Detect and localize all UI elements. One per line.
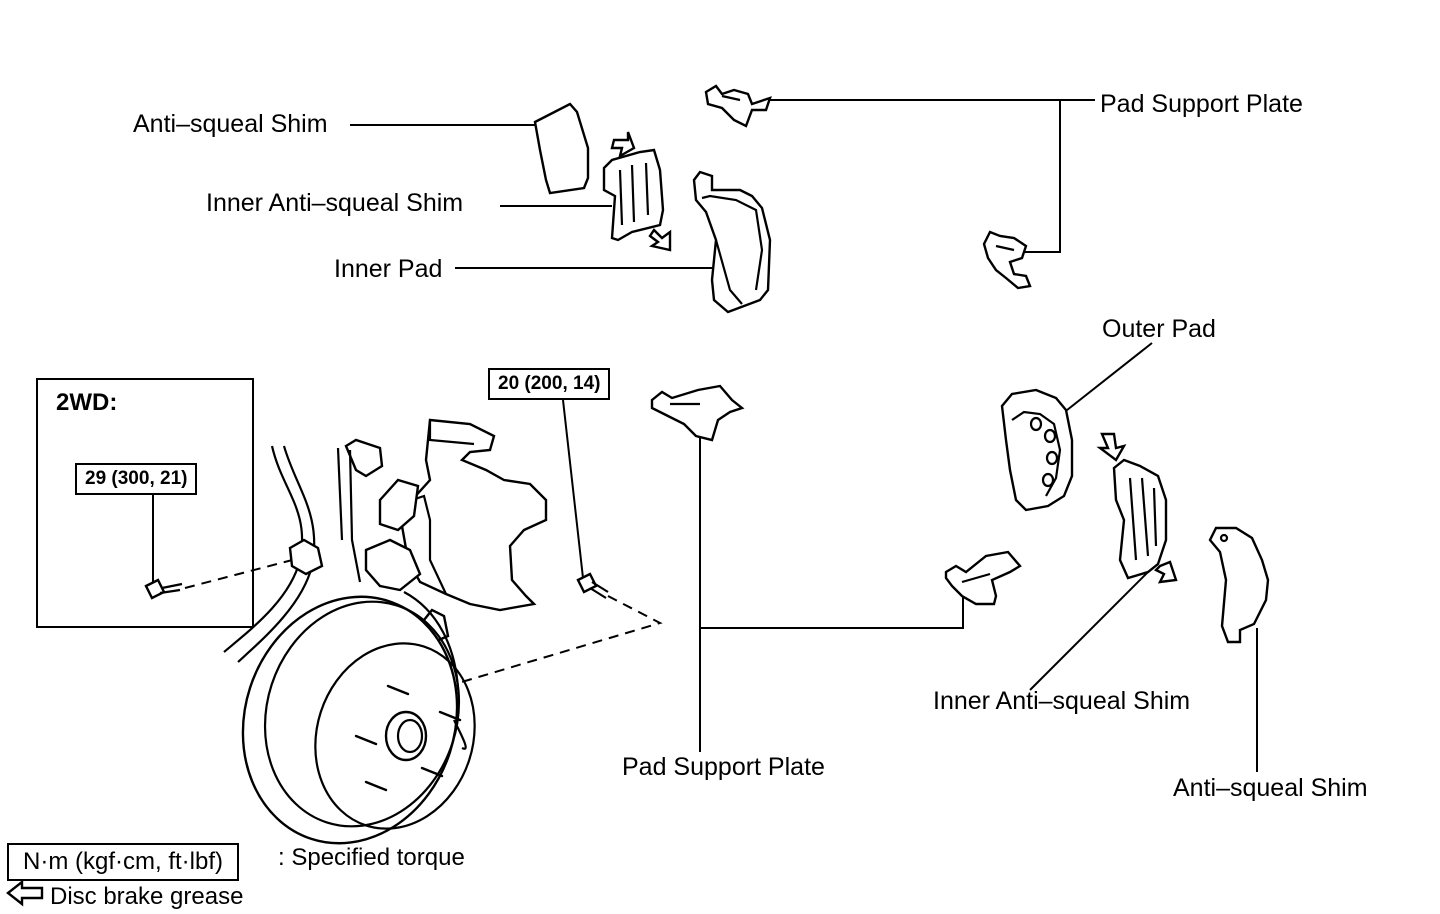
brake-line [223, 445, 324, 663]
legend-units-box: N·m (kgf·cm, ft·lbf) [7, 843, 239, 881]
pad-support-plate-middle-a [650, 384, 745, 442]
pad-support-plate-middle-b [944, 550, 1022, 606]
bolt-inset [144, 578, 183, 600]
label-inner-anti-squeal-shim-bottom: Inner Anti–squeal Shim [933, 687, 1191, 715]
legend-grease-label: Disc brake grease [50, 883, 244, 910]
label-pad-support-plate-top: Pad Support Plate [1100, 90, 1303, 118]
bolt-dashed-paths [184, 557, 663, 685]
inner-anti-squeal-shim-top-part [602, 131, 672, 252]
leader-lines [152, 99, 1258, 772]
inner-pad-part [692, 170, 772, 314]
anti-squeal-shim-top-part [533, 102, 590, 195]
label-anti-squeal-shim-bottom: Anti–squeal Shim [1173, 774, 1368, 802]
grease-arrow-icon [6, 879, 44, 907]
wheel-studs [354, 684, 462, 792]
pad-support-plate-top-a [704, 84, 772, 128]
torque-spec-main: 20 (200, 14) [488, 368, 611, 400]
label-outer-pad: Outer Pad [1102, 315, 1216, 343]
inner-anti-squeal-shim-bottom-part [1096, 432, 1178, 584]
label-pad-support-plate-bottom: Pad Support Plate [622, 753, 825, 781]
label-inner-pad: Inner Pad [334, 255, 443, 283]
bolt-main [576, 572, 609, 599]
disc-rotor [241, 591, 476, 845]
inset-2wd-title: 2WD: [56, 389, 118, 416]
pad-support-plate-top-b [982, 230, 1032, 290]
label-anti-squeal-shim-top: Anti–squeal Shim [133, 110, 328, 138]
outer-pad-part [1000, 388, 1074, 512]
anti-squeal-shim-bottom-part [1208, 526, 1270, 644]
torque-spec-inset: 29 (300, 21) [75, 463, 198, 495]
label-inner-anti-squeal-shim-top: Inner Anti–squeal Shim [206, 189, 464, 217]
legend-units-description: : Specified torque [278, 844, 465, 871]
caliper-assembly [336, 418, 548, 644]
inset-2wd-box [36, 378, 254, 628]
